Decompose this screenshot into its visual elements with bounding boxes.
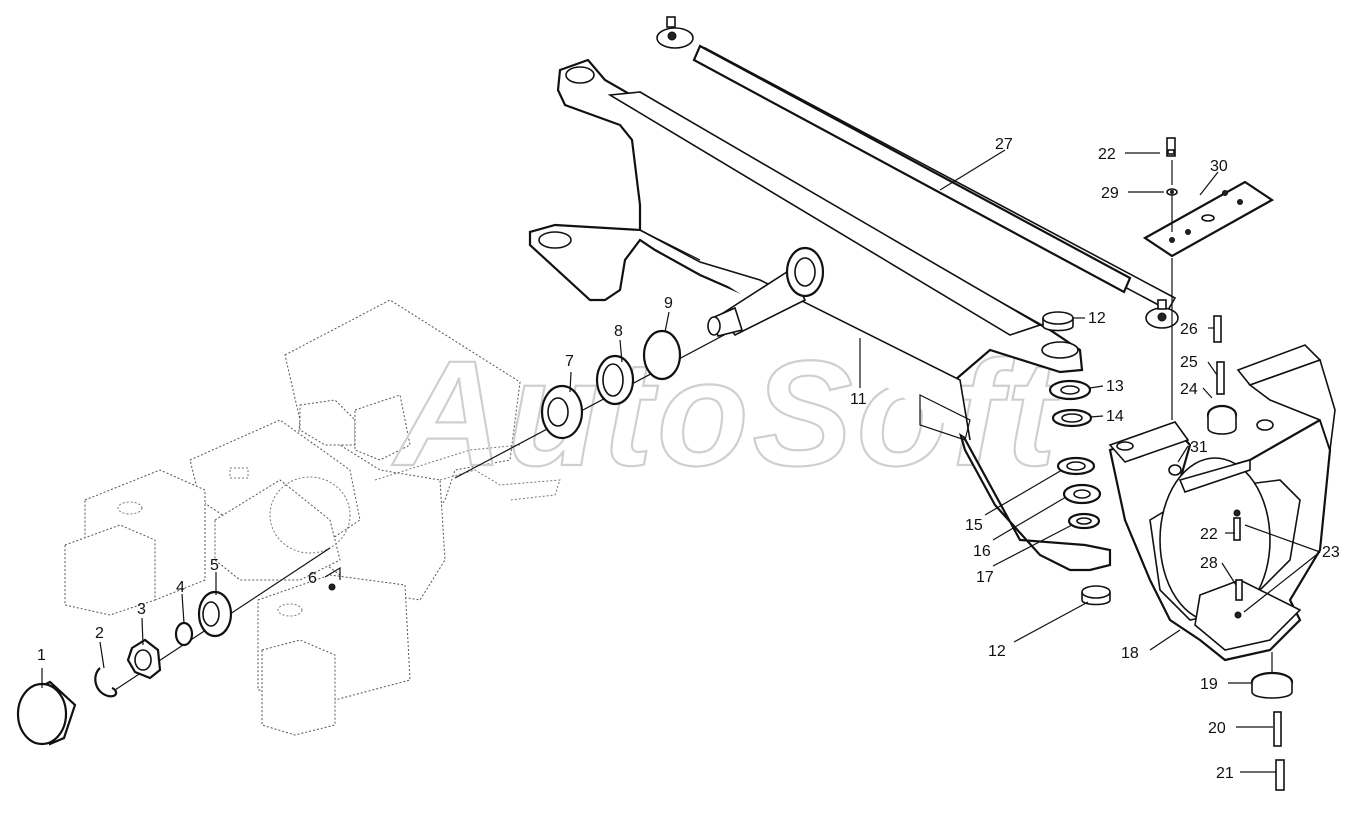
grease-fitting	[328, 583, 336, 591]
vehicle-frame-outline	[64, 299, 561, 736]
callout-18: 18	[1121, 645, 1139, 662]
outer-bearing	[197, 590, 233, 638]
axle-beam	[528, 58, 1112, 572]
king-pin-stack	[1042, 311, 1111, 606]
washer-ring	[174, 621, 194, 647]
inner-bearing	[540, 384, 584, 440]
callout-22-inner: 22	[1200, 526, 1218, 543]
callout-23: 23	[1322, 544, 1340, 561]
lower-pin-assembly	[1250, 652, 1294, 791]
callout-21: 21	[1216, 765, 1234, 782]
bolt-inner-nut	[1233, 509, 1241, 517]
callout-11: 11	[850, 391, 867, 408]
leader-lines	[41, 149, 1321, 773]
callout-19: 19	[1200, 676, 1218, 693]
castle-nut	[126, 638, 162, 680]
callout-4: 4	[176, 579, 185, 596]
callout-5: 5	[210, 557, 219, 574]
o-ring	[642, 329, 682, 381]
callout-14: 14	[1106, 408, 1124, 425]
callout-20: 20	[1208, 720, 1226, 737]
bolt-lower-nut	[1234, 611, 1242, 619]
knuckle-bracket	[1108, 344, 1336, 662]
callout-30: 30	[1210, 158, 1228, 175]
tie-rod	[656, 16, 1179, 329]
callout-17: 17	[976, 569, 994, 586]
callout-3: 3	[137, 601, 146, 618]
callout-6: 6	[308, 570, 317, 587]
bolt-lower	[1235, 579, 1243, 601]
callout-24: 24	[1180, 381, 1198, 398]
callout-7: 7	[565, 353, 574, 370]
callout-28: 28	[1200, 555, 1218, 572]
callout-13: 13	[1106, 378, 1124, 395]
seal	[595, 354, 635, 406]
dust-cap	[16, 680, 77, 746]
callout-27: 27	[995, 136, 1013, 153]
callout-8: 8	[614, 323, 623, 340]
callout-31: 31	[1190, 439, 1208, 456]
callout-29: 29	[1101, 185, 1119, 202]
bolt-inner	[1233, 517, 1241, 541]
callout-15: 15	[965, 517, 983, 534]
callout-2: 2	[95, 625, 104, 642]
callout-25: 25	[1180, 354, 1198, 371]
callout-16: 16	[973, 543, 991, 560]
callout-26: 26	[1180, 321, 1198, 338]
callout-9: 9	[664, 295, 673, 312]
snap-ring	[94, 667, 118, 698]
callout-1: 1	[37, 647, 46, 664]
top-plate	[1142, 137, 1275, 476]
callout-12-top: 12	[1088, 310, 1106, 327]
callout-labels: 1 2 3 4 5 6 7 8 9 11 12 12 13 14 15 16 1…	[37, 136, 1340, 782]
callout-22-top: 22	[1098, 146, 1116, 163]
callout-12-bottom: 12	[988, 643, 1006, 660]
upper-pin-assembly	[1206, 315, 1238, 435]
axle-spindle	[707, 246, 825, 337]
